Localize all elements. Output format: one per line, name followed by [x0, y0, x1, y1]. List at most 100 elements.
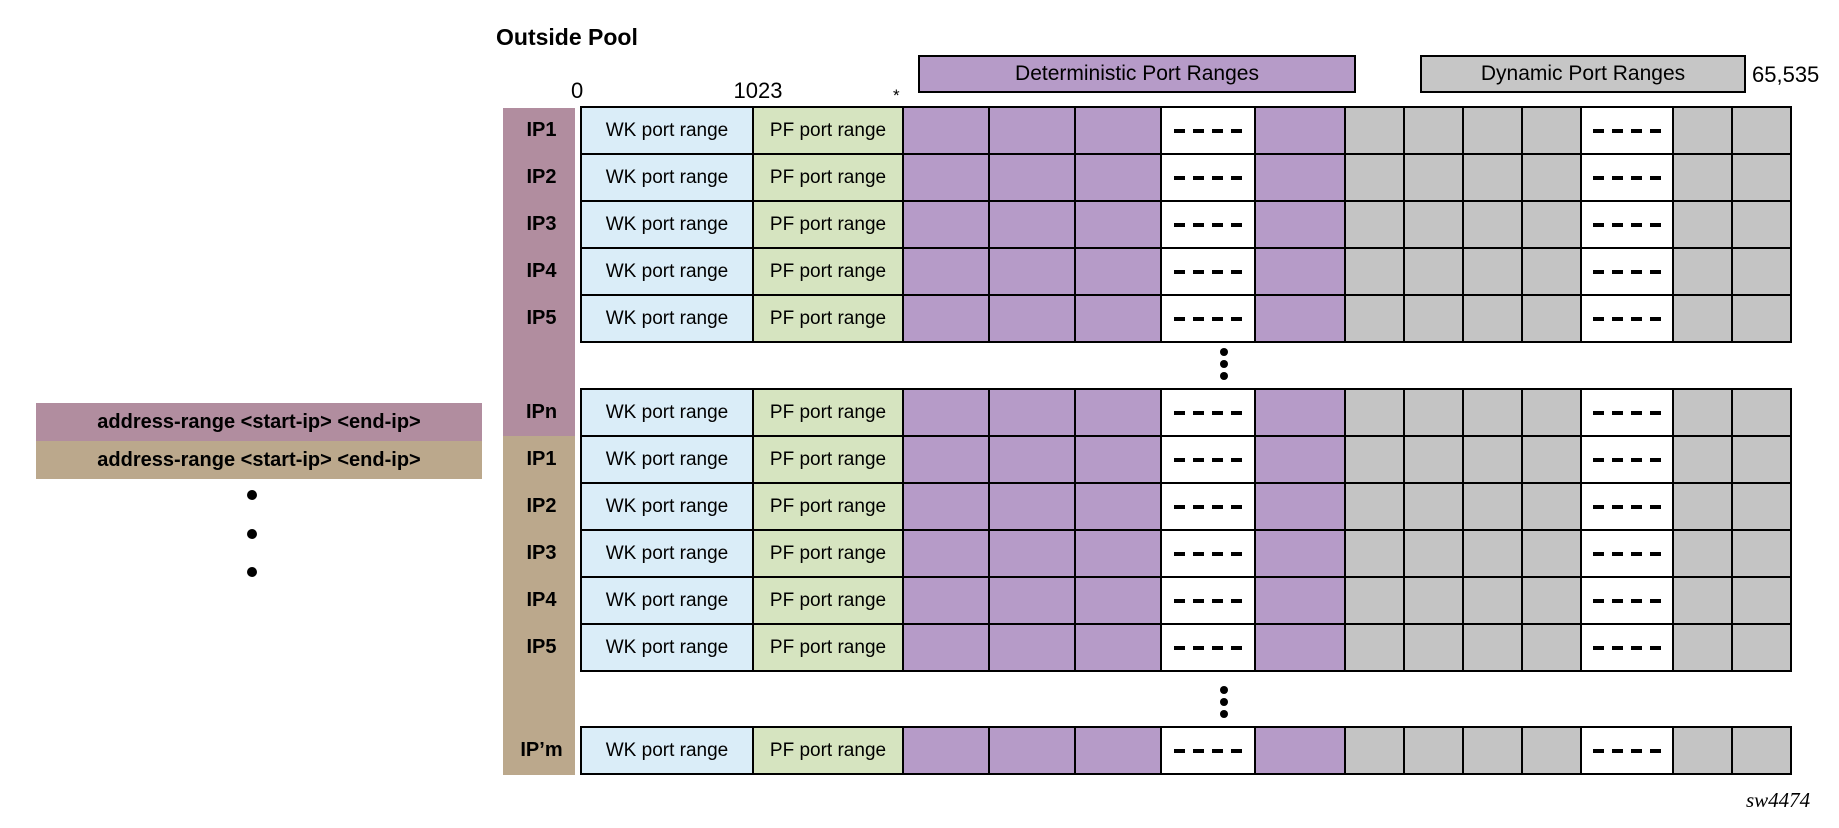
dynamic-cell — [1672, 296, 1731, 341]
deterministic-cell — [988, 296, 1074, 341]
dynamic-cell — [1403, 484, 1462, 529]
deterministic-cell — [1074, 484, 1160, 529]
deterministic-cell — [1074, 578, 1160, 623]
dash-marks — [1174, 269, 1242, 274]
ip-group-bar-mauve — [503, 108, 575, 436]
dynamic-cell — [1521, 390, 1580, 435]
dash-marks — [1593, 504, 1661, 509]
dynamic-cell — [1344, 202, 1403, 247]
dynamic-cell — [1731, 484, 1790, 529]
dynamic-cell — [1344, 578, 1403, 623]
dash-marks — [1174, 748, 1242, 753]
deterministic-cell — [988, 155, 1074, 200]
wk-port-range-cell: WK port range — [582, 531, 752, 576]
dynamic-cell — [1344, 155, 1403, 200]
deterministic-cell — [988, 249, 1074, 294]
dynamic-cell — [1521, 728, 1580, 773]
axis-tick-65535: 65,535 — [1752, 62, 1820, 87]
dynamic-cell — [1521, 625, 1580, 670]
deterministic-cell — [902, 437, 988, 482]
dash-cell — [1580, 249, 1672, 294]
address-range-legend-1: address-range <start-ip> <end-ip> — [36, 403, 482, 441]
dynamic-cell — [1403, 390, 1462, 435]
ip-label: IP3 — [526, 213, 557, 235]
dynamic-cell — [1672, 249, 1731, 294]
pf-port-range-cell: PF port range — [752, 484, 902, 529]
dash-cell — [1160, 249, 1254, 294]
dynamic-cell — [1672, 531, 1731, 576]
deterministic-cell — [902, 484, 988, 529]
dynamic-cell — [1672, 437, 1731, 482]
dash-cell — [1160, 625, 1254, 670]
dynamic-cell — [1731, 578, 1790, 623]
ellipsis-dot — [1220, 686, 1228, 694]
dynamic-cell — [1344, 437, 1403, 482]
deterministic-cell — [988, 578, 1074, 623]
dash-cell — [1160, 108, 1254, 153]
dynamic-cell — [1403, 108, 1462, 153]
deterministic-cell — [1254, 484, 1344, 529]
dynamic-cell — [1521, 249, 1580, 294]
ellipsis-dot — [1220, 372, 1228, 380]
dynamic-cell — [1344, 728, 1403, 773]
deterministic-cell — [1254, 155, 1344, 200]
deterministic-cell — [1074, 249, 1160, 294]
dynamic-cell — [1344, 296, 1403, 341]
dynamic-cell — [1462, 437, 1521, 482]
ip-group-bar-tan — [503, 436, 575, 775]
dash-cell — [1160, 202, 1254, 247]
dynamic-cell — [1462, 484, 1521, 529]
dynamic-cell — [1672, 484, 1731, 529]
deterministic-cell — [902, 578, 988, 623]
dynamic-cell — [1462, 390, 1521, 435]
dash-marks — [1174, 504, 1242, 509]
dynamic-cell — [1731, 728, 1790, 773]
dash-cell — [1160, 155, 1254, 200]
dynamic-cell — [1672, 108, 1731, 153]
dynamic-cell — [1403, 625, 1462, 670]
deterministic-cell — [1254, 728, 1344, 773]
pf-port-range-cell: PF port range — [752, 155, 902, 200]
dash-marks — [1593, 410, 1661, 415]
dynamic-cell — [1731, 249, 1790, 294]
deterministic-cell — [902, 296, 988, 341]
deterministic-cell — [1254, 390, 1344, 435]
dash-marks — [1174, 410, 1242, 415]
pf-port-range-cell: PF port range — [752, 437, 902, 482]
dynamic-cell — [1731, 155, 1790, 200]
dynamic-cell — [1521, 296, 1580, 341]
dash-cell — [1580, 728, 1672, 773]
pf-port-range-cell: PF port range — [752, 108, 902, 153]
wk-port-range-cell: WK port range — [582, 108, 752, 153]
dynamic-cell — [1344, 108, 1403, 153]
dynamic-cell — [1731, 108, 1790, 153]
dynamic-cell — [1403, 531, 1462, 576]
pf-port-range-cell: PF port range — [752, 531, 902, 576]
pf-port-range-cell: PF port range — [752, 625, 902, 670]
ellipsis-dot — [247, 529, 257, 539]
dash-cell — [1160, 578, 1254, 623]
deterministic-cell — [902, 155, 988, 200]
deterministic-cell — [1254, 578, 1344, 623]
deterministic-cell — [1074, 202, 1160, 247]
dash-cell — [1160, 484, 1254, 529]
dash-cell — [1580, 531, 1672, 576]
wk-port-range-cell: WK port range — [582, 578, 752, 623]
ip-label: IP3 — [526, 542, 557, 564]
deterministic-cell — [902, 625, 988, 670]
dynamic-cell — [1344, 625, 1403, 670]
axis-tick-1023: 1023 — [733, 78, 783, 103]
wk-port-range-cell: WK port range — [582, 249, 752, 294]
dynamic-cell — [1462, 202, 1521, 247]
